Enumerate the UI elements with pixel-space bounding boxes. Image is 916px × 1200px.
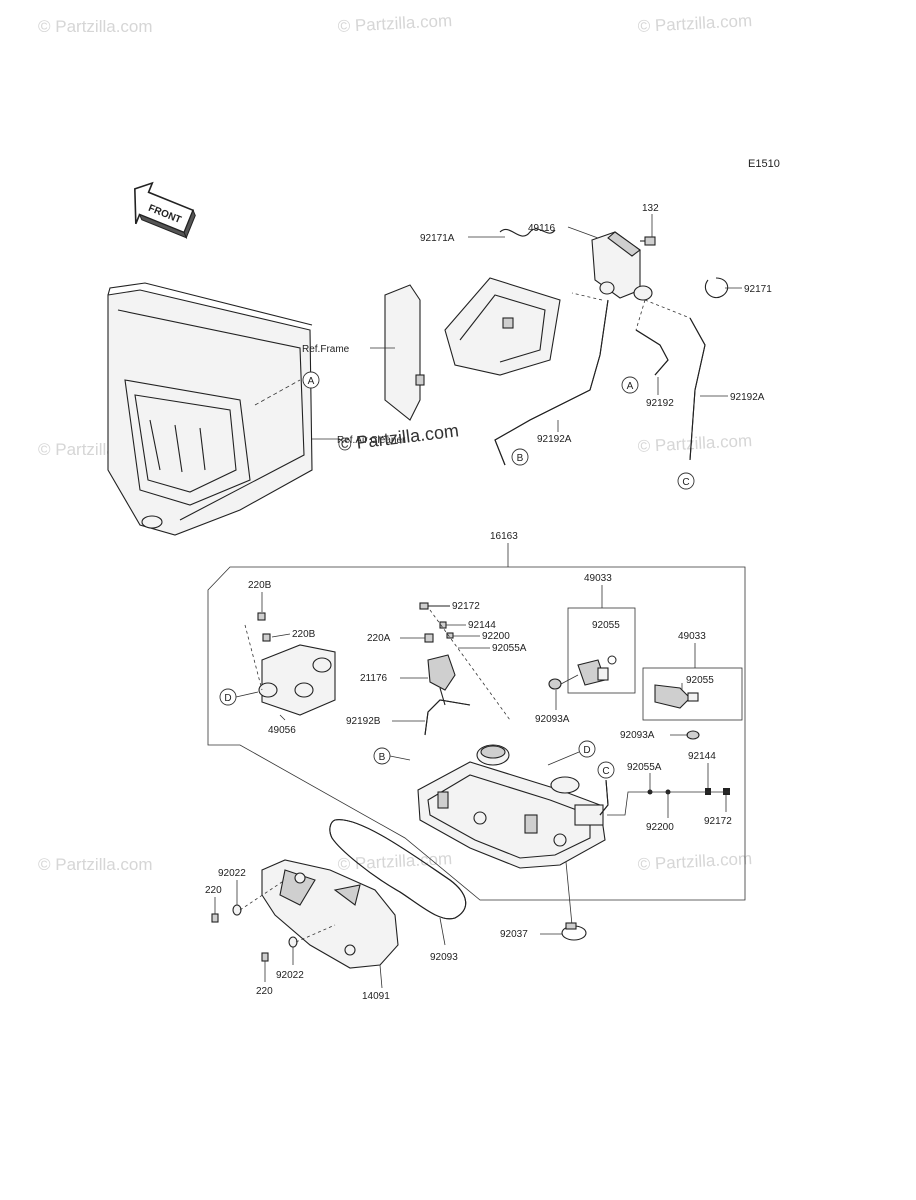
callout-c-upper: C — [677, 472, 695, 490]
throttle-body-housing — [417, 744, 606, 869]
part-label-49033-b: 49033 — [678, 631, 706, 642]
watermark: © Partzilla.com — [637, 849, 752, 874]
ref-frame-label: Ref.Frame — [302, 344, 350, 355]
callout-c-lower: C — [597, 761, 615, 779]
bolt-92172-top — [419, 602, 450, 610]
injector-49033-b — [654, 684, 699, 709]
part-label-92192: 92192 — [646, 398, 674, 409]
part-label-92144-top: 92144 — [468, 620, 496, 631]
leader-line — [254, 379, 301, 406]
oring-92144-right — [705, 788, 711, 795]
svg-text:D: D — [583, 745, 590, 756]
watermark: © Partzilla.com — [637, 11, 752, 36]
part-label-92055-a: 92055 — [592, 620, 620, 631]
part-label-92171: 92171 — [744, 284, 772, 295]
bolt-220B-top — [257, 612, 266, 621]
part-label-220-top: 220 — [205, 885, 222, 896]
watermark: © Partzilla.com — [637, 431, 752, 456]
part-label-92172-top: 92172 — [452, 601, 480, 612]
svg-text:C: C — [602, 766, 609, 777]
leader-line — [567, 226, 599, 239]
air-cleaner-housing — [107, 282, 313, 536]
clamp-92171A — [499, 228, 556, 237]
clamp-92171 — [704, 277, 729, 298]
bolt-92172-right — [723, 788, 730, 795]
center-watermark: © Partzilla.com — [337, 420, 460, 455]
bolt-132 — [640, 236, 656, 246]
assembly-boundary-16163 — [207, 566, 746, 901]
callout-a-upper-left: A — [302, 371, 320, 389]
part-label-92093: 92093 — [430, 952, 458, 963]
washer-92093A-a — [548, 678, 562, 690]
part-label-49056: 49056 — [268, 725, 296, 736]
part-label-16163: 16163 — [490, 531, 518, 542]
part-label-92171A: 92171A — [420, 233, 455, 244]
part-label-92022-top: 92022 — [218, 868, 246, 879]
part-label-92172-right: 92172 — [704, 816, 732, 827]
hose-92192B — [424, 699, 471, 736]
washer-92022-bot — [288, 936, 298, 948]
hose-92192 — [635, 329, 669, 376]
part-label-49116: 49116 — [528, 223, 556, 234]
bracket-49056 — [258, 644, 336, 716]
part-label-14091: 14091 — [362, 991, 390, 1002]
part-label-220A: 220A — [367, 633, 391, 644]
washer-92022-top — [232, 904, 242, 916]
watermark: © Partzilla.com — [38, 17, 153, 36]
valve-49116 — [591, 231, 653, 301]
part-label-92055A-top: 92055A — [492, 643, 527, 654]
svg-text:C: C — [682, 477, 689, 488]
injector-box-a — [567, 607, 636, 694]
svg-text:B: B — [379, 752, 386, 763]
part-label-92200-right: 92200 — [646, 822, 674, 833]
part-label-92093A-b: 92093A — [620, 730, 655, 741]
callout-b-lower: B — [373, 747, 391, 765]
sensor-21176 — [427, 654, 456, 706]
watermark: © Partzilla.com — [337, 11, 452, 36]
cover-14091 — [261, 859, 399, 969]
part-label-92192B: 92192B — [346, 716, 381, 727]
injector-box-b — [642, 667, 743, 721]
bolt-220-bot — [261, 952, 269, 962]
part-label-92037: 92037 — [500, 929, 528, 940]
oring-92055-a — [607, 655, 617, 665]
front-arrow-icon: FRONT — [134, 181, 196, 240]
washer-92093A-b — [686, 730, 700, 740]
callout-d-right: D — [578, 740, 596, 758]
svg-text:A: A — [627, 381, 634, 392]
part-label-49033-a: 49033 — [584, 573, 612, 584]
washer-92200-top — [446, 632, 454, 639]
part-label-92200-top: 92200 — [482, 631, 510, 642]
svg-text:B: B — [517, 453, 524, 464]
callout-b-upper: B — [511, 448, 529, 466]
ref-air-cleaner-label: Ref.Air Cleaner — [337, 435, 406, 446]
bolt-220B-mid — [262, 633, 271, 642]
part-label-92192A-right: 92192A — [730, 392, 765, 403]
bolt-220A — [424, 633, 434, 643]
injector-49033-a — [577, 659, 609, 686]
part-label-21176: 21176 — [360, 673, 388, 684]
part-label-132: 132 — [642, 203, 659, 214]
watermark: © Partzilla.com — [38, 855, 153, 874]
part-label-92144-right: 92144 — [688, 751, 716, 762]
callout-a-upper-right: A — [621, 376, 639, 394]
part-label-92055A-right: 92055A — [627, 762, 662, 773]
part-label-92093A-a: 92093A — [535, 714, 570, 725]
svg-text:A: A — [308, 376, 315, 387]
part-label-92192A-left: 92192A — [537, 434, 572, 445]
part-label-92055-b: 92055 — [686, 675, 714, 686]
part-label-220B-mid: 220B — [292, 629, 316, 640]
part-label-92022-bot: 92022 — [276, 970, 304, 981]
frame-bracket — [384, 277, 561, 421]
part-label-220B-top: 220B — [248, 580, 272, 591]
callout-d-left: D — [219, 688, 237, 706]
svg-text:D: D — [224, 693, 231, 704]
part-label-220-bot: 220 — [256, 986, 273, 997]
diagram-code: E1510 — [748, 158, 780, 170]
bolt-220-top — [211, 913, 219, 923]
